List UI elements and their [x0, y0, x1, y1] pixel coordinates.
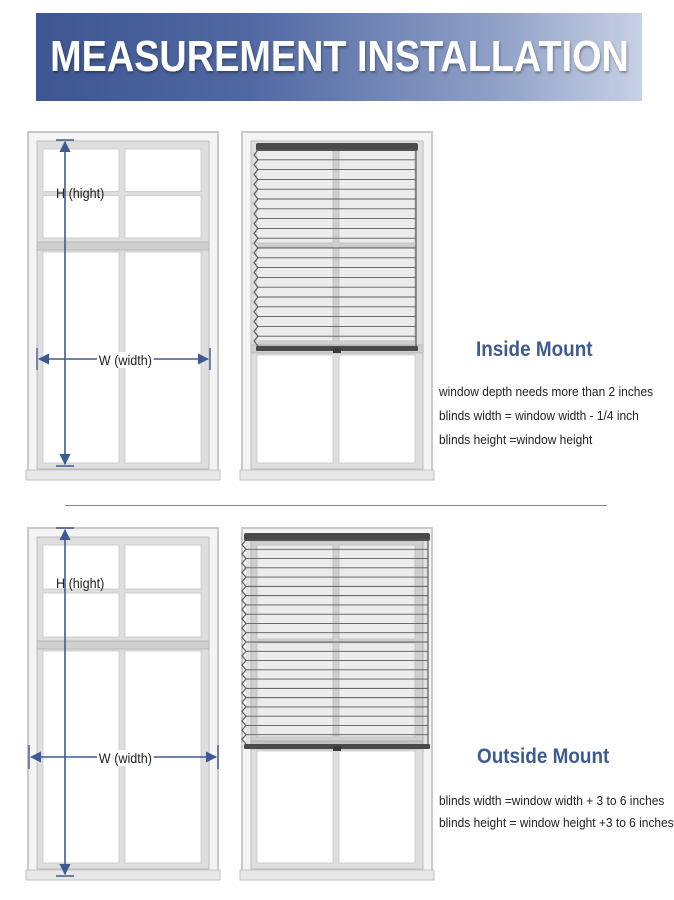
inside-pleat-edge: [253, 335, 259, 347]
header-banner: MEASUREMENT INSTALLATION: [36, 13, 642, 101]
inside-measure-sill: [25, 469, 221, 481]
outside-headrail: [244, 533, 430, 541]
outside-pleat-edge: [241, 567, 247, 578]
inside-blind-pane: [256, 148, 334, 244]
inside-measure-pane: [42, 195, 120, 239]
outside-pleat-edge: [241, 539, 247, 550]
inside-blind-pane: [338, 148, 416, 244]
outside-blind-pane: [256, 750, 334, 864]
inside-blind-pane: [256, 354, 334, 464]
inside-blind-pane: [256, 246, 334, 342]
outside-pleat-edge: [241, 650, 247, 661]
outside-note-width: blinds width =window width + 3 to 6 inch…: [439, 793, 665, 808]
blinds-group: [241, 143, 430, 751]
inside-pleat-edge: [253, 306, 259, 317]
inside-headrail: [256, 143, 418, 151]
outside-pleat-edge: [241, 623, 247, 634]
outside-measure-sill: [25, 869, 221, 881]
inside-blind-sill: [239, 469, 435, 481]
inside-pleat-edge: [253, 208, 259, 219]
outside-pleat-edge: [241, 660, 247, 671]
outside-mount-title: Outside Mount: [477, 745, 610, 768]
outside-pleat-edge: [241, 595, 247, 606]
outside-measure-pane: [42, 592, 120, 638]
page-title: MEASUREMENT INSTALLATION: [49, 32, 629, 81]
inside-blind-pane: [338, 354, 416, 464]
outside-measure-pane: [42, 544, 120, 590]
inside-pleat-edge: [253, 169, 259, 180]
inside-pleat-edge: [253, 198, 259, 210]
inside-note-height: blinds height =window height: [439, 432, 593, 447]
outside-measure-pane: [124, 544, 202, 590]
inside-height-label: H (hight): [56, 185, 105, 201]
outside-measure-pane: [124, 592, 202, 638]
outside-pleat-edge: [241, 613, 247, 624]
outside-pleat-edge: [241, 734, 247, 745]
inside-blind-pane: [338, 246, 416, 342]
outside-pleat-edge: [241, 558, 247, 569]
inside-pleat-edge: [253, 247, 259, 259]
outside-pleat-edge: [241, 715, 247, 726]
dimension-lines: [28, 139, 219, 877]
inside-pleat-edge: [253, 286, 259, 298]
inside-pleat-edge: [253, 326, 259, 337]
outside-pleat-edge: [241, 687, 247, 699]
diagram-canvas: [25, 131, 435, 881]
outside-pleat-edge: [241, 585, 247, 597]
inside-pleat-edge: [253, 188, 259, 200]
outside-pleat-edge: [241, 604, 247, 615]
outside-note-height: blinds height = window height +3 to 6 in…: [439, 815, 674, 830]
outside-pleat-edge: [241, 576, 247, 587]
inside-note-width: blinds width = window width - 1/4 inch: [439, 408, 639, 423]
outside-pleat-edge: [241, 641, 247, 652]
inside-measure-pane: [124, 148, 202, 192]
outside-blind-pane: [256, 642, 334, 738]
section-divider: [65, 505, 607, 506]
inside-measure-pane: [124, 195, 202, 239]
inside-pleat-edge: [253, 296, 259, 308]
inside-measure-sash: [36, 241, 210, 251]
inside-pleat-edge: [253, 277, 259, 288]
inside-note-depth: window depth needs more than 2 inches: [439, 384, 654, 399]
outside-pleat-edge: [241, 725, 247, 736]
inside-pleat-edge: [253, 267, 259, 278]
outside-blind-pane: [338, 642, 416, 738]
inside-pleat-edge: [253, 149, 259, 161]
inside-measure-pane: [42, 148, 120, 192]
outside-width-label: W (width): [97, 750, 154, 766]
inside-mount-title: Inside Mount: [476, 338, 593, 361]
inside-handle: [333, 348, 341, 353]
outside-height-label: H (hight): [56, 575, 105, 591]
outside-blind-sill: [239, 869, 435, 881]
outside-pleat-edge: [241, 669, 247, 680]
outside-measure-sash: [36, 640, 210, 650]
inside-pleat-edge: [253, 316, 259, 327]
outside-pleat-edge: [241, 697, 247, 708]
inside-pleat-edge: [253, 237, 259, 249]
outside-pleat-edge: [241, 632, 247, 643]
inside-pleat-edge: [253, 228, 259, 239]
inside-width-label: W (width): [97, 352, 154, 368]
outside-pleat-edge: [241, 678, 247, 689]
inside-pleat-edge: [253, 257, 259, 268]
inside-pleat-edge: [253, 179, 259, 190]
inside-pleat-edge: [253, 218, 259, 229]
outside-pleat-edge: [241, 706, 247, 717]
inside-pleat-edge: [253, 159, 259, 170]
outside-blind-pane: [338, 750, 416, 864]
outside-handle: [333, 746, 341, 751]
outside-pleat-edge: [241, 548, 247, 559]
